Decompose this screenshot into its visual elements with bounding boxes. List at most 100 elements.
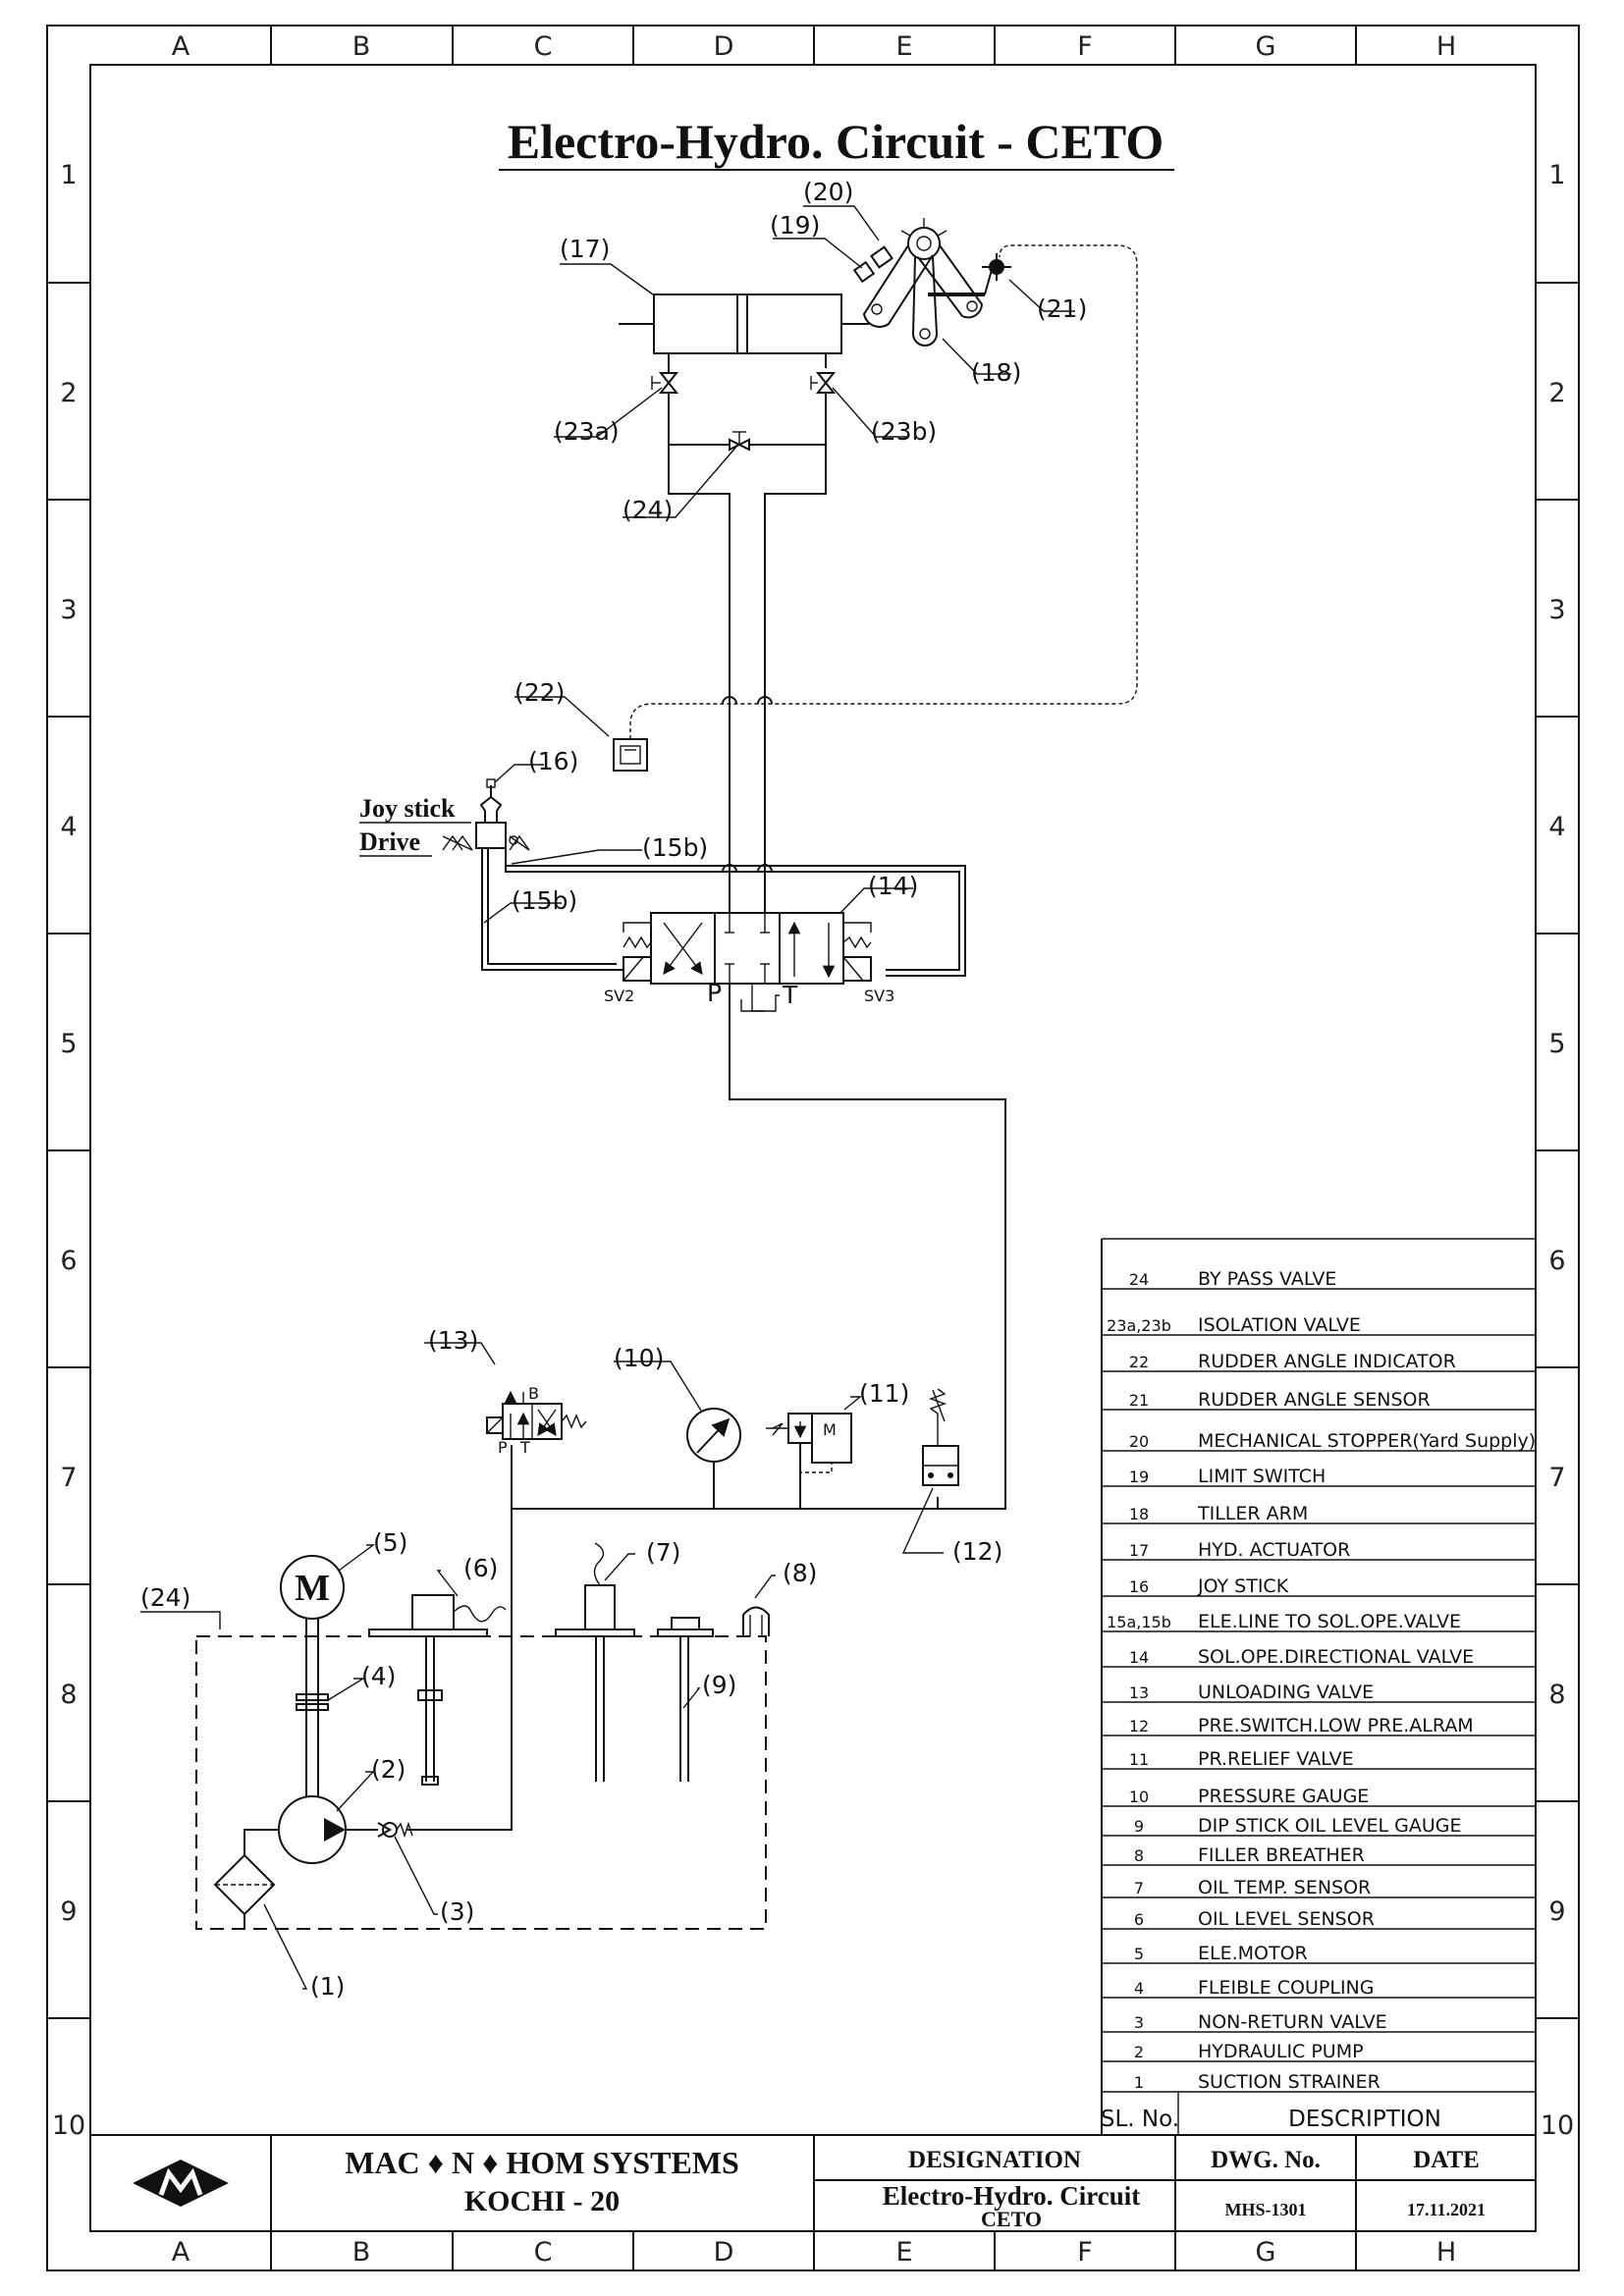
- part-number: 19: [1129, 1468, 1149, 1486]
- filler-breather: [742, 1606, 770, 1636]
- callout-label: (22): [514, 678, 565, 707]
- part-number: 21: [1129, 1391, 1149, 1410]
- drawing-title: Electro-Hydro. Circuit - CETO: [508, 114, 1164, 169]
- oil-temp-sensor: [555, 1542, 635, 1782]
- border-frame: [46, 25, 1580, 2271]
- row-label: 6: [60, 1246, 77, 1276]
- joystick-label: Joy stick: [359, 794, 456, 823]
- row-label: 10: [1541, 2110, 1574, 2141]
- part-number: 7: [1134, 1879, 1144, 1897]
- row-numbers-right: 1 2 3 4 5 6 7 8 9 10: [1541, 160, 1574, 2141]
- dip-stick: [657, 1617, 714, 1782]
- part-description: FLEIBLE COUPLING: [1198, 1977, 1375, 1999]
- row-label: 4: [60, 812, 77, 842]
- callout-label: (13): [428, 1326, 478, 1355]
- part-description: JOY STICK: [1197, 1575, 1289, 1597]
- callout-label: (5): [373, 1528, 407, 1557]
- part-description: PR.RELIEF VALVE: [1198, 1748, 1354, 1770]
- part-number: 16: [1129, 1577, 1149, 1596]
- title-block: [90, 2134, 1536, 2231]
- row-label: 7: [1548, 1463, 1565, 1493]
- unloading-valve: [486, 1390, 587, 1440]
- part-number: 4: [1134, 1979, 1144, 1998]
- part-description: PRE.SWITCH.LOW PRE.ALRAM: [1198, 1715, 1474, 1736]
- row-label: 3: [1548, 595, 1565, 625]
- electrical-lines: [481, 848, 966, 977]
- part-description: DIP STICK OIL LEVEL GAUGE: [1198, 1815, 1462, 1837]
- table-row: 15a,15b ELE.LINE TO SOL.OPE.VALVE: [1107, 1611, 1461, 1632]
- part-number: 12: [1129, 1717, 1149, 1735]
- oil-level-sensor: [368, 1594, 507, 1786]
- col-label: E: [895, 2237, 912, 2268]
- callout-label: (6): [463, 1554, 498, 1582]
- callout-labels: (17) (20) (19) (21) (18) (23a) (23b) (24…: [140, 178, 1087, 2001]
- row-label: 5: [1548, 1029, 1565, 1059]
- sv3-label: SV3: [864, 987, 894, 1005]
- col-label: H: [1436, 2237, 1456, 2268]
- part-description: BY PASS VALVE: [1198, 1268, 1336, 1290]
- part-description: RUDDER ANGLE INDICATOR: [1198, 1351, 1456, 1372]
- isolation-valve-23a: [651, 368, 679, 394]
- company-logo: [133, 2160, 229, 2207]
- part-number: 6: [1134, 1910, 1144, 1929]
- designation-label: DESIGNATION: [908, 2147, 1081, 2173]
- part-number: 10: [1129, 1788, 1149, 1806]
- col-label: D: [714, 31, 734, 62]
- part-number: 22: [1129, 1353, 1149, 1371]
- col-label: A: [172, 31, 190, 62]
- callout-label: (10): [614, 1344, 664, 1372]
- column-letters-bottom: A B C D E F G H: [172, 2237, 1456, 2268]
- sv2-label: SV2: [604, 987, 634, 1005]
- part-description: HYD. ACTUATOR: [1198, 1539, 1350, 1561]
- row-label: 1: [1548, 160, 1565, 190]
- part-number: 5: [1134, 1945, 1144, 1963]
- callout-label: (24): [140, 1583, 190, 1612]
- callout-label: (20): [803, 178, 853, 206]
- pressure-line: [407, 984, 1006, 1831]
- table-header-no: SL. No.: [1101, 2107, 1179, 2132]
- part-description: SUCTION STRAINER: [1198, 2071, 1380, 2093]
- col-label: E: [895, 31, 912, 62]
- table-row: 22 RUDDER ANGLE INDICATOR: [1129, 1351, 1456, 1372]
- callout-label: (7): [646, 1538, 680, 1567]
- table-row: 16 JOY STICK: [1129, 1575, 1289, 1597]
- table-row: 9 DIP STICK OIL LEVEL GAUGE: [1134, 1815, 1462, 1837]
- col-label: G: [1256, 2237, 1276, 2268]
- row-label: 6: [1548, 1246, 1565, 1276]
- row-label: 1: [60, 160, 77, 190]
- part-description: NON-RETURN VALVE: [1198, 2011, 1387, 2033]
- callout-label: (1): [310, 1972, 345, 2001]
- part-number: 15a,15b: [1107, 1613, 1171, 1631]
- part-number: 24: [1129, 1270, 1149, 1289]
- port-p-label: P: [707, 979, 722, 1007]
- part-description: ELE.LINE TO SOL.OPE.VALVE: [1198, 1611, 1461, 1632]
- row-label: 3: [60, 595, 77, 625]
- table-row: 13 UNLOADING VALVE: [1129, 1682, 1374, 1703]
- row-label: 8: [1548, 1680, 1565, 1710]
- col-label: B: [352, 2237, 371, 2268]
- col-label: G: [1256, 31, 1276, 62]
- row-label: 2: [1548, 378, 1565, 408]
- row-label: 2: [60, 378, 77, 408]
- part-description: MECHANICAL STOPPER(Yard Supply): [1198, 1430, 1536, 1452]
- callout-label: (16): [528, 747, 578, 775]
- part-description: OIL LEVEL SENSOR: [1198, 1908, 1375, 1930]
- row-label: 7: [60, 1463, 77, 1493]
- part-description: UNLOADING VALVE: [1198, 1682, 1374, 1703]
- row-label: 8: [60, 1680, 77, 1710]
- table-header-description: DESCRIPTION: [1288, 2107, 1441, 2132]
- part-number: 9: [1134, 1817, 1144, 1836]
- relief-valve: M: [766, 1413, 852, 1473]
- part-number: 13: [1129, 1683, 1149, 1702]
- motor-letter: M: [295, 1568, 330, 1609]
- row-label: 5: [60, 1029, 77, 1059]
- hydraulic-pump: [244, 1795, 378, 1864]
- designation-line2: CETO: [981, 2207, 1042, 2231]
- row-label: 4: [1548, 812, 1565, 842]
